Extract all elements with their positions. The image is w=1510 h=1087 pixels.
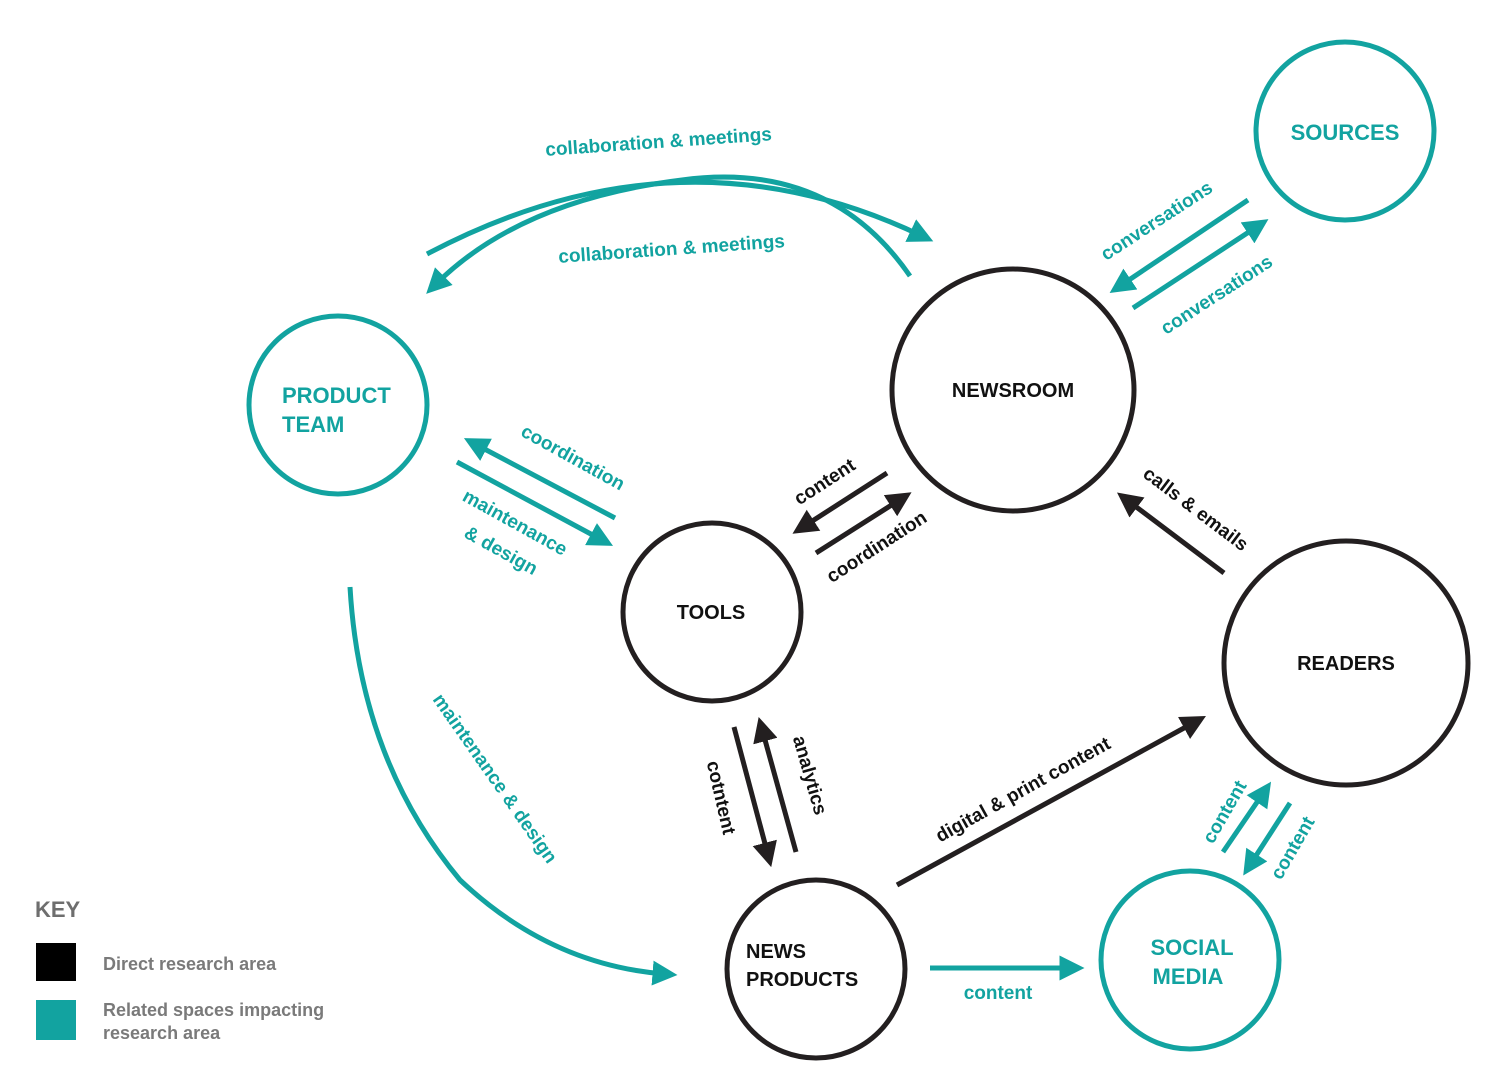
node-product-team-label-2: TEAM — [282, 412, 344, 437]
node-readers: READERS — [1221, 538, 1471, 788]
node-news-products-label-1: NEWS — [746, 941, 806, 963]
node-social-media-label-1: SOCIAL — [1150, 935, 1233, 960]
node-sources: SOURCES — [1253, 39, 1437, 223]
label-digital-print: digital & print content — [932, 733, 1114, 847]
arrow-content-readers-to-social — [1243, 801, 1293, 876]
node-product-team: PRODUCT TEAM — [246, 313, 430, 497]
label-collab-top: collaboration & meetings — [545, 124, 773, 161]
node-newsroom-label: NEWSROOM — [952, 380, 1074, 402]
node-product-team-label-1: PRODUCT — [282, 383, 391, 408]
arrow-conversations-to-sources — [1131, 219, 1269, 311]
label-content-newsroom-tools: content — [791, 455, 861, 510]
label-coordination-tools-newsroom: coordination — [823, 507, 931, 587]
node-readers-label: READERS — [1297, 653, 1395, 675]
arrow-analytics-to-tools — [753, 716, 799, 853]
node-sources-label: SOURCES — [1291, 120, 1400, 145]
label-conversations-upper: conversations — [1097, 177, 1216, 265]
node-news-products-label-2: PRODUCTS — [746, 969, 858, 991]
key-title: KEY — [35, 897, 81, 922]
arrow-coordination-tools-to-newsroom — [814, 492, 912, 556]
label-content-products-social: content — [964, 983, 1033, 1004]
key-swatch-related — [36, 1000, 76, 1040]
label-coordination-pt: coordination — [517, 421, 628, 495]
label-conversations-lower: conversations — [1157, 251, 1276, 339]
key-related-label-2: research area — [103, 1023, 221, 1043]
key-direct-label: Direct research area — [103, 954, 277, 974]
key-legend: KEY Direct research area Related spaces … — [35, 897, 324, 1043]
label-analytics: analytics — [788, 734, 831, 818]
arrow-maintenance-to-products — [347, 586, 678, 986]
arrow-coordination-to-product-team — [463, 438, 617, 521]
arrow-digital-print — [895, 716, 1206, 888]
arrow-collab-bottom — [426, 174, 913, 294]
label-content-social-readers: content — [1199, 777, 1252, 847]
key-related-label-1: Related spaces impacting — [103, 1000, 324, 1020]
arrow-conversations-to-newsroom — [1109, 197, 1250, 293]
arrow-content-social-to-readers — [1220, 781, 1272, 854]
label-collab-bottom: collaboration & meetings — [558, 231, 786, 268]
arrow-content-newsroom-to-tools — [792, 470, 889, 534]
key-swatch-direct — [36, 943, 76, 981]
node-news-products: NEWS PRODUCTS — [724, 877, 908, 1061]
label-calls-emails: calls & emails — [1139, 463, 1252, 555]
label-cotntent: cotntent — [702, 759, 739, 837]
node-social-media: SOCIAL MEDIA — [1098, 868, 1282, 1052]
arrow-maintenance-to-tools — [455, 459, 614, 546]
node-tools: TOOLS — [620, 520, 804, 704]
node-newsroom: NEWSROOM — [889, 266, 1137, 514]
label-maintenance-design-products: maintenance & design — [428, 690, 561, 867]
node-social-media-label-2: MEDIA — [1153, 964, 1224, 989]
arrow-calls-emails — [1117, 492, 1226, 575]
node-tools-label: TOOLS — [677, 602, 746, 624]
arrow-cotntent-to-products — [731, 726, 777, 868]
